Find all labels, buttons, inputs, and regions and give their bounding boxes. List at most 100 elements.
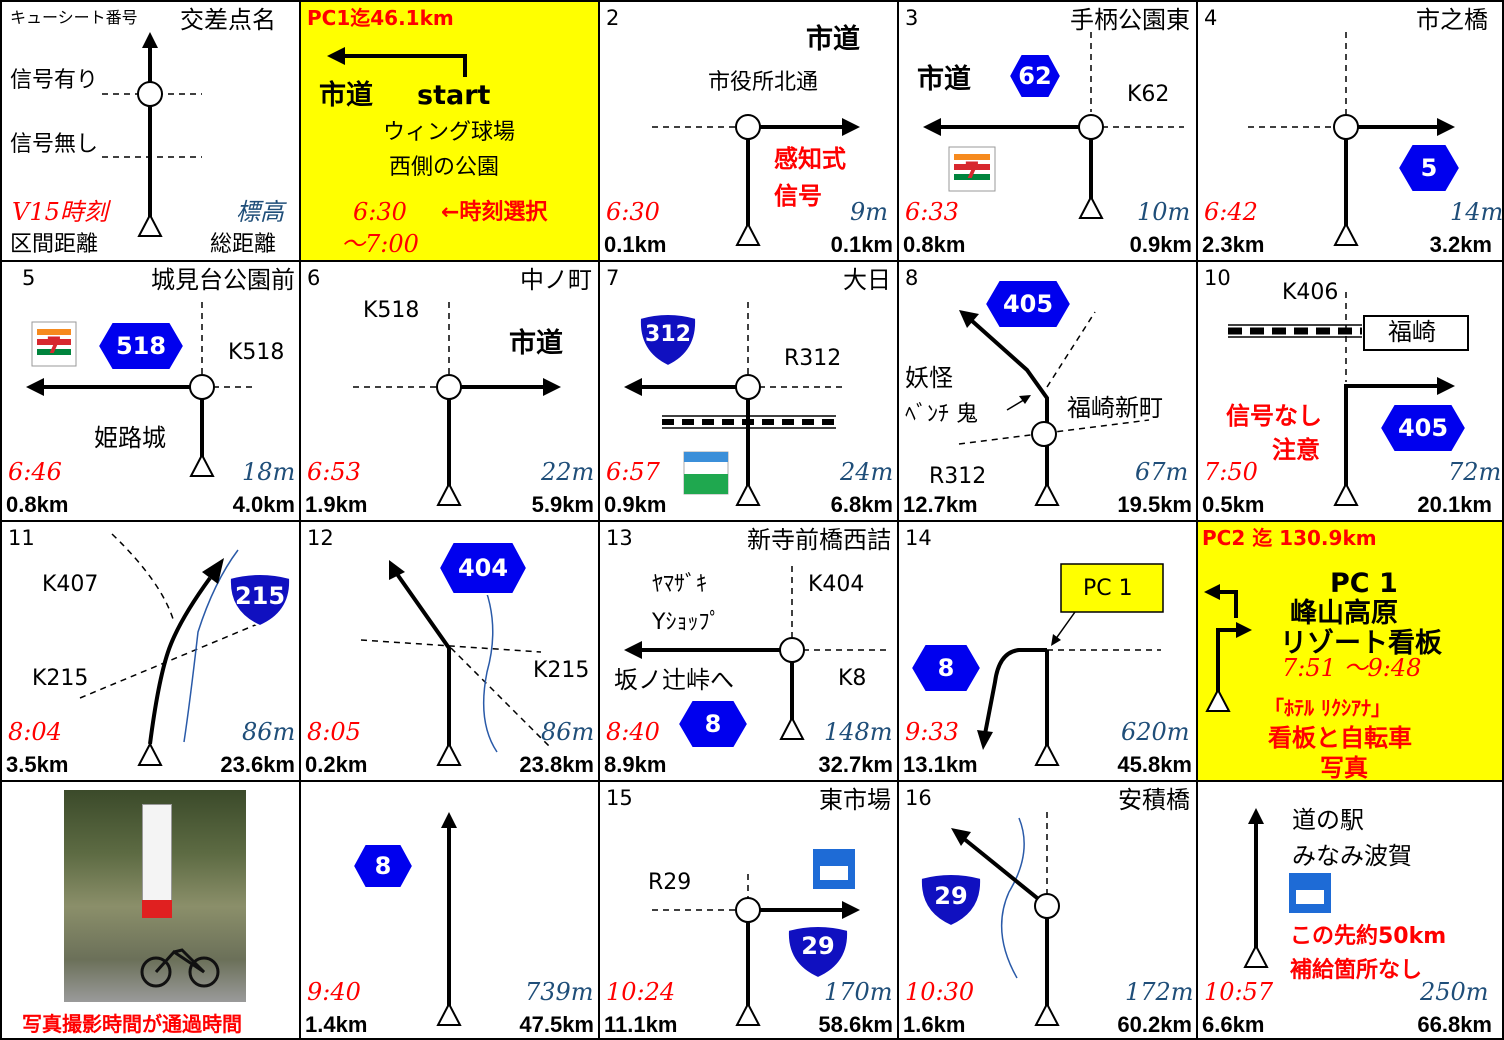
cue-8-elev: 67m (1135, 458, 1189, 486)
cue-7-total: 6.8km (830, 492, 893, 517)
cue-3-diagram: 7 (923, 32, 1184, 219)
cue-3-seg: 0.8km (903, 232, 966, 257)
cue-8-total: 19.5km (1117, 492, 1192, 517)
pc1-line1: 峰山高原 (1290, 598, 1398, 629)
cue-15-route: 29 (801, 932, 835, 960)
cue-8-label1: 妖怪 (905, 364, 953, 392)
svg-text:7: 7 (46, 334, 61, 359)
cue-12-time: 8:05 (307, 718, 361, 746)
cue-3-name: 手柄公園東 (1070, 6, 1190, 34)
cue-10-warn1: 信号なし (1226, 402, 1322, 430)
legend-signal-no: 信号無し (10, 132, 99, 157)
cue-7-seg: 0.9km (604, 492, 667, 517)
cue-michinoeki-warn2: 補給箇所なし (1290, 958, 1423, 983)
start-diagram (327, 47, 467, 77)
cue-8-number: 8 (905, 266, 919, 290)
cue-4-number: 4 (1204, 6, 1218, 30)
cue-15-diagram (652, 847, 860, 1026)
cue-13-name: 新寺前橋西詰 (747, 526, 891, 554)
legend-seg: 区間距離 (10, 232, 99, 257)
cue-2-elev: 9m (850, 198, 889, 226)
start-place1: ウィング球場 (383, 120, 516, 145)
cue-7-number: 7 (606, 266, 620, 290)
cue-5-time: 6:46 (8, 458, 62, 486)
cue-2-signal1: 感知式 (774, 145, 846, 173)
seven-eleven-icon: 7 (31, 321, 77, 367)
start-label: start (417, 80, 491, 111)
cue-10-time: 7:50 (1204, 458, 1258, 486)
legend-signal-yes: 信号有り (10, 68, 99, 93)
cue-6-number: 6 (307, 266, 321, 290)
legend-time: V15時刻 (12, 198, 108, 226)
cue-2-time: 6:30 (606, 198, 660, 226)
cue-cell-10: 10 K406 福崎 信号なし 注意 405 7:50 72m 0.5km 20… (1196, 260, 1504, 522)
cue-13-route: 8 (704, 710, 722, 738)
cue-13-k1: K404 (808, 572, 865, 597)
cue-michinoeki-total: 66.8km (1417, 1012, 1492, 1037)
cue-cell-7: 7 大日 312 R312 6:57 24m 0.9km 6.8km (598, 260, 899, 522)
cue-13-diagram (624, 566, 890, 749)
legend-elev: 標高 (236, 198, 284, 226)
cue-8-place: 福崎新町 (1067, 394, 1163, 422)
route-405-icon (983, 279, 1073, 329)
route-5-icon (1396, 143, 1462, 193)
legend-name: 交差点名 (180, 6, 276, 34)
cue-2-seg: 0.1km (604, 232, 667, 257)
start-time1: 6:30 (353, 198, 407, 226)
cue-14-diagram (909, 563, 1164, 766)
cue-straight-total: 47.5km (519, 1012, 594, 1037)
cue-15-seg: 11.1km (604, 1012, 678, 1037)
cue-14-total: 45.8km (1117, 752, 1192, 777)
cue-10-dest: 福崎 (1388, 318, 1436, 346)
cue-4-route: 5 (1420, 154, 1438, 182)
cue-5-name: 城見台公園前 (151, 266, 295, 294)
cue-13-elev: 148m (824, 718, 893, 746)
cue-5-k: K518 (228, 340, 285, 365)
start-pc-distance: PC1迄46.1km (307, 6, 454, 30)
cue-straight-diagram (351, 812, 462, 1026)
start-cell: PC1迄46.1km 市道 start ウィング球場 西側の公園 6:30 ～7… (299, 0, 600, 262)
cue-2-name: 市役所北通 (708, 70, 819, 95)
cue-cell-5: 7 5 城見台公園前 518 K518 姫路城 6:46 18m 0.8km 4… (0, 260, 301, 522)
cue-11-elev: 86m (242, 718, 296, 746)
cue-michinoeki-seg: 6.6km (1202, 1012, 1265, 1037)
cue-6-time: 6:53 (307, 458, 361, 486)
cue-10-route: 405 (1397, 414, 1449, 442)
route-62-icon (1007, 53, 1063, 99)
cue-13-number: 13 (606, 526, 633, 550)
pc1-note1: 「ﾎﾃﾙ ﾘｸｼｱﾅ」 (1264, 696, 1391, 720)
cue-3-total: 0.9km (1129, 232, 1192, 257)
cue-8-seg: 12.7km (903, 492, 978, 517)
cue-2-signal2: 信号 (774, 182, 822, 210)
cue-16-name: 安積橋 (1118, 786, 1190, 814)
cue-straight-elev: 739m (525, 978, 594, 1006)
cue-cell-14: 14 PC 1 8 9:33 620m 13.1km 45.8km (897, 520, 1198, 782)
cue-16-elev: 172m (1125, 978, 1194, 1006)
photo-cell: 写真撮影時間が通過時間 (0, 780, 301, 1040)
cue-13-dest: 坂ノ辻峠へ (614, 666, 734, 694)
cue-7-time: 6:57 (606, 458, 660, 486)
cue-2-number: 2 (606, 6, 620, 30)
cue-michinoeki-elev: 250m (1420, 978, 1489, 1006)
cue-8-label2: ﾍﾞﾝﾁ 鬼 (905, 402, 978, 427)
cue-4-elev: 14m (1450, 198, 1504, 226)
cue-12-total: 23.8km (519, 752, 594, 777)
cue-cell-11: 11 K407 215 K215 8:04 86m 3.5km 23.6km (0, 520, 301, 782)
cue-13-seg: 8.9km (604, 752, 667, 777)
legend-diagram (102, 32, 202, 237)
cue-12-elev: 86m (541, 718, 595, 746)
cue-cell-13: 13 新寺前橋西詰 ﾔﾏｻﾞｷ Yｼｮｯﾌﾟ K404 坂ノ辻峠へ K8 8 8… (598, 520, 899, 782)
cue-cell-4: 4 市之橋 5 6:42 14m 2.3km 3.2km (1196, 0, 1504, 262)
cue-4-seg: 2.3km (1202, 232, 1265, 257)
cue-16-number: 16 (905, 786, 932, 810)
cue-5-dest: 姫路城 (94, 424, 166, 452)
cue-4-name: 市之橋 (1416, 6, 1488, 34)
legend-total: 総距離 (210, 232, 277, 257)
cue-5-diagram: 7 (26, 302, 252, 477)
cue-4-total: 3.2km (1429, 232, 1492, 257)
cue-11-total: 23.6km (220, 752, 295, 777)
cue-cell-2: 2 市道 市役所北通 感知式 信号 6:30 9m 0.1km 0.1km (598, 0, 899, 262)
cue-10-total: 20.1km (1417, 492, 1492, 517)
cue-12-seg: 0.2km (305, 752, 368, 777)
cue-15-total: 58.6km (818, 1012, 893, 1037)
